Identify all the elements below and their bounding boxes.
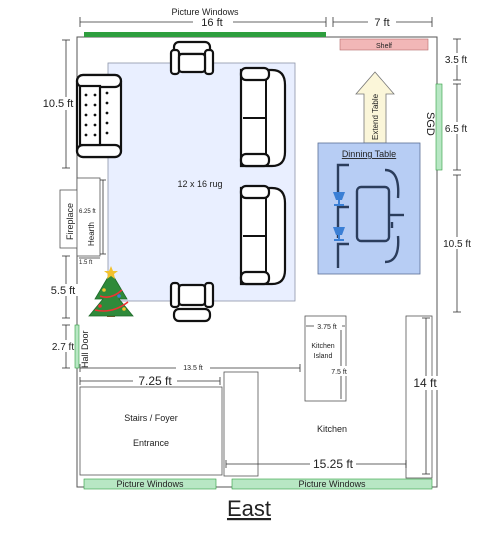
sgd-label: SGD xyxy=(424,112,436,136)
kitchen-counter-right xyxy=(405,315,433,479)
hall-door-label: Hall Door xyxy=(80,330,90,368)
kitchen-label: Kitchen xyxy=(317,424,347,434)
hall-door xyxy=(74,324,80,369)
dim-top-7-label: 7 ft xyxy=(374,17,389,29)
sliding-glass-door xyxy=(435,83,443,171)
sofa-left xyxy=(75,73,123,159)
shelf-label: Shelf xyxy=(376,43,392,50)
christmas-tree-icon xyxy=(88,266,134,317)
picture-windows-bottom-right-label: Picture Windows xyxy=(298,479,366,489)
kitchen-island-label-2: Island xyxy=(314,353,333,360)
wine-glass-icon xyxy=(333,227,345,241)
fireplace-label: Fireplace xyxy=(65,203,75,240)
dining-area xyxy=(317,142,421,275)
picture-windows-top-label: Picture Windows xyxy=(171,7,239,17)
picture-window-top xyxy=(84,32,326,37)
dim-725-label: 7.25 ft xyxy=(138,374,172,388)
armchair-bottom xyxy=(169,281,215,323)
dim-right-35-label: 3.5 ft xyxy=(445,55,467,66)
shelf xyxy=(339,38,429,51)
rug-label: 12 x 16 rug xyxy=(177,179,222,189)
dim-left-105-label: 10.5 ft xyxy=(43,98,74,110)
dining-table-label: Dinning Table xyxy=(342,149,396,159)
wine-glass-icon xyxy=(333,192,345,206)
dim-75-label: 7.5 ft xyxy=(331,369,347,376)
dim-1525-label: 15.25 ft xyxy=(313,457,354,471)
sofa-right-upper xyxy=(239,66,287,168)
east-label: East xyxy=(227,496,271,521)
dim-375-label: 3.75 ft xyxy=(317,324,337,331)
dim-top-16-label: 16 ft xyxy=(201,17,222,29)
picture-window-bottom-left xyxy=(83,478,217,490)
dim-left-55-label: 5.5 ft xyxy=(51,285,75,297)
hearth-15-label: 1.5 ft xyxy=(79,260,93,266)
dim-135-label: 13.5 ft xyxy=(183,365,203,372)
dim-14-label: 14 ft xyxy=(413,376,437,390)
hearth xyxy=(76,177,101,257)
kitchen-island-label-1: Kitchen xyxy=(311,343,334,350)
dining-table xyxy=(336,163,404,268)
picture-windows-bottom-left-label: Picture Windows xyxy=(116,479,184,489)
extend-table-label: Extend Table xyxy=(371,93,380,140)
sofa-right-lower xyxy=(239,184,287,286)
stairs-foyer xyxy=(79,386,223,476)
armchair-top xyxy=(169,40,215,76)
dim-left-27-label: 2.7 ft xyxy=(52,342,74,353)
kitchen-island xyxy=(304,315,347,402)
stairs-foyer-label: Stairs / Foyer xyxy=(124,413,178,423)
hearth-625-label: 6.25 ft xyxy=(79,209,96,215)
picture-window-bottom-right xyxy=(231,478,433,490)
dim-right-105-label: 10.5 ft xyxy=(443,239,471,250)
kitchen-counter-left xyxy=(223,371,259,477)
entrance-label: Entrance xyxy=(133,438,169,448)
dim-right-65-label: 6.5 ft xyxy=(445,124,467,135)
hearth-label: Hearth xyxy=(87,222,96,246)
